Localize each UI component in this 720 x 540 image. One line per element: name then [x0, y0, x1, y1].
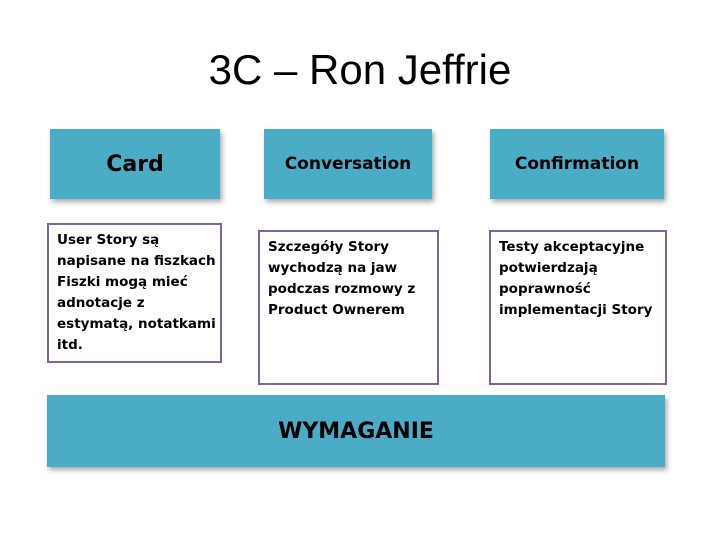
confirmation-description-line: potwierdzają: [499, 260, 598, 276]
conversation-description-line: wychodzą na jaw: [268, 260, 398, 276]
confirmation-heading-box: Confirmation: [490, 129, 664, 199]
conversation-description-line: Szczegóły Story: [268, 239, 389, 255]
card-description-box: User Story są napisane na fiszkach Fiszk…: [47, 223, 222, 363]
requirement-footer-box: WYMAGANIE: [47, 395, 665, 467]
conversation-description-line: Product Ownerem: [268, 302, 405, 318]
confirmation-description-line: implementacji Story: [499, 302, 653, 318]
conversation-heading-label: Conversation: [284, 154, 412, 174]
card-description-line: adnotacje z: [57, 295, 145, 311]
card-description-line: estymatą, notatkami: [57, 316, 216, 332]
card-description-line: itd.: [57, 337, 83, 353]
card-heading-box: Card: [50, 129, 220, 199]
conversation-description-line: podczas rozmowy z: [268, 281, 416, 297]
confirmation-description-line: Testy akceptacyjne: [499, 239, 645, 255]
requirement-footer-label: WYMAGANIE: [278, 418, 434, 444]
card-description-line: Fiszki mogą mieć: [57, 274, 188, 290]
confirmation-description-box: Testy akceptacyjne potwierdzają poprawno…: [489, 230, 667, 385]
card-description-line: User Story są: [57, 232, 160, 248]
conversation-description-box: Szczegóły Story wychodzą na jaw podczas …: [258, 230, 439, 385]
confirmation-heading-label: Confirmation: [514, 154, 640, 174]
card-heading-label: Card: [106, 151, 164, 177]
slide-title: 3C – Ron Jeffrie: [208, 46, 512, 93]
confirmation-description-line: poprawność: [499, 281, 591, 297]
card-description-line: napisane na fiszkach: [57, 253, 216, 269]
conversation-heading-box: Conversation: [264, 129, 432, 199]
